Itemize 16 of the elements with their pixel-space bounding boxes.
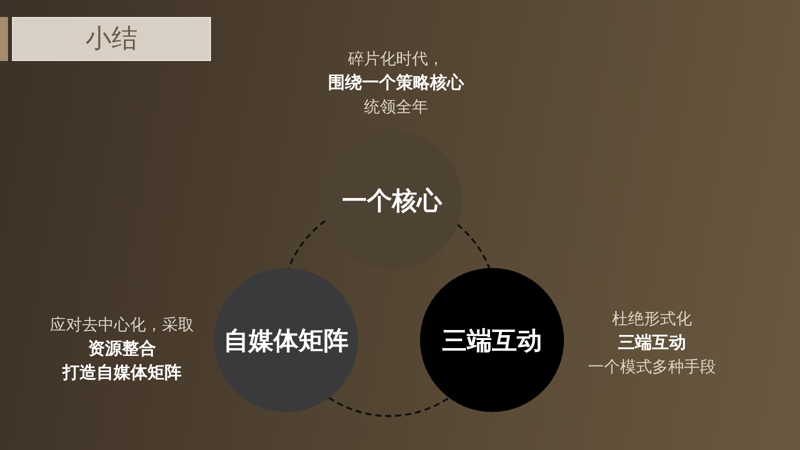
highlight-text: 三端互动 [617,332,687,355]
dashed-arc [328,396,450,417]
highlight-text: 打造自媒体矩阵 [61,362,182,385]
highlight-text: 资源整合 [87,338,157,361]
circle-label: 自媒体矩阵 [224,324,348,356]
note-text: 杜绝形式化 [611,308,693,330]
note-text: 碎片化时代， [347,48,445,70]
note-text: 应对去中心化，采取 [49,314,195,336]
dashed-arc [288,220,326,269]
title-box: 小结 [12,17,211,61]
note-text: 统领全年 [363,96,429,118]
highlight-text: 围绕一个策略核心 [327,72,466,95]
dashed-arc [456,224,490,269]
note-text: 一个模式多种手段 [587,356,717,378]
circle-label: 一个核心 [342,184,442,216]
circle-label: 三端互动 [442,324,542,356]
